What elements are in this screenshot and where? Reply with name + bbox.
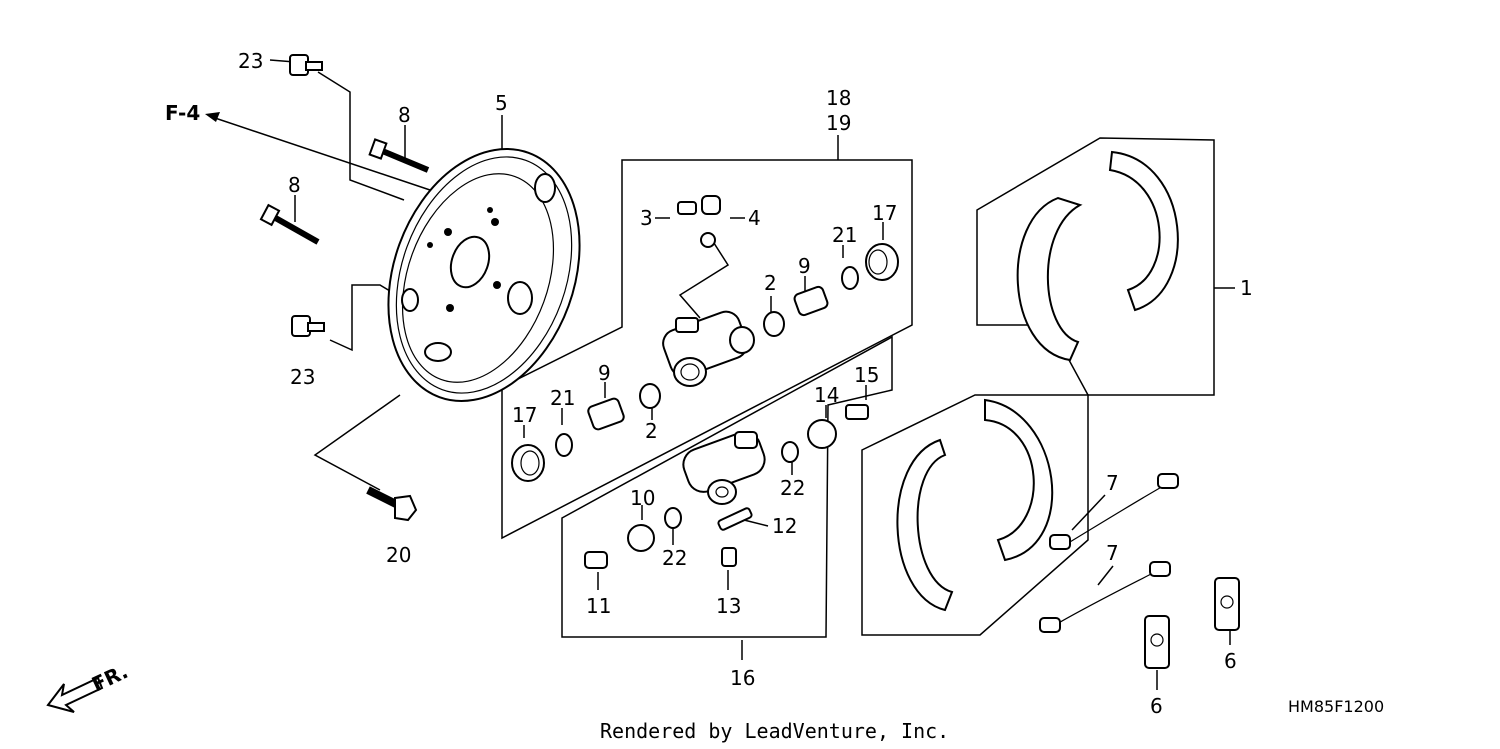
callout-16: 16	[730, 666, 755, 690]
callout-21-lower: 21	[550, 386, 575, 410]
wheel-cylinder	[662, 310, 755, 387]
callout-6-left: 6	[1150, 694, 1163, 718]
f4-reference-arrow	[205, 112, 431, 191]
callout-9-lower: 9	[598, 361, 611, 385]
callout-3: 3	[640, 206, 653, 230]
callout-4: 4	[748, 206, 761, 230]
callout-18: 18	[826, 86, 851, 110]
flange-bolt-20	[366, 486, 418, 522]
group-outline-brake-shoes-lower	[861, 394, 1089, 636]
callout-17-lower: 17	[512, 403, 537, 427]
callout-5: 5	[495, 91, 508, 115]
callout-23-top: 23	[238, 49, 263, 73]
credit-text: Rendered by LeadVenture, Inc.	[600, 719, 949, 743]
flange-bolt-bottom	[291, 315, 325, 337]
callout-1: 1	[1240, 276, 1253, 300]
callout-7-upper: 7	[1106, 471, 1119, 495]
bleeder-parts	[677, 195, 721, 248]
return-spring-lower	[1039, 561, 1171, 633]
callout-8-upper: 8	[398, 103, 411, 127]
adjuster-wheel-left	[584, 507, 753, 569]
callout-17-upper: 17	[872, 201, 897, 225]
callout-11: 11	[586, 594, 611, 618]
callout-19: 19	[826, 111, 851, 135]
callout-10: 10	[630, 486, 655, 510]
callout-2-upper: 2	[764, 271, 777, 295]
brake-shoe-lower-right	[984, 398, 1054, 562]
callout-23-bottom: 23	[290, 365, 315, 389]
callout-15: 15	[854, 363, 879, 387]
callout-22-right: 22	[780, 476, 805, 500]
brake-shoe-upper-right	[1108, 150, 1179, 312]
reference-arrow-label: F-4	[165, 101, 200, 125]
callout-9-upper: 9	[798, 254, 811, 278]
front-direction-label: FR.	[88, 659, 132, 696]
cylinder-internals-left	[511, 383, 661, 482]
callout-20: 20	[386, 543, 411, 567]
brake-shoe-lower-left	[896, 438, 954, 612]
group-outline-adjuster	[561, 335, 893, 638]
cylinder-internals-right	[763, 243, 899, 337]
drawing-code: HM85F1200	[1288, 697, 1384, 716]
callout-21-upper: 21	[832, 223, 857, 247]
group-outline-brake-shoes-upper	[976, 137, 1215, 396]
callout-13: 13	[716, 594, 741, 618]
callout-14: 14	[814, 383, 839, 407]
callout-8-lower: 8	[288, 173, 301, 197]
shoe-clip-left	[1144, 615, 1170, 669]
callout-22-left: 22	[662, 546, 687, 570]
front-direction-marker	[46, 676, 104, 713]
adjuster-wheel-right	[781, 404, 869, 463]
callout-6-right: 6	[1224, 649, 1237, 673]
callout-12: 12	[772, 514, 797, 538]
group-outline-wheel-cylinder	[501, 159, 913, 540]
leader-lines	[269, 59, 1235, 690]
brake-panel	[387, 148, 581, 402]
flange-bolt-top	[289, 54, 323, 76]
panel-bolt-lower	[259, 203, 320, 245]
callout-7-lower: 7	[1106, 541, 1119, 565]
callout-2-lower: 2	[645, 419, 658, 443]
return-spring-upper	[1049, 473, 1179, 550]
brake-shoe-upper-left	[1016, 196, 1083, 362]
panel-bolt-upper	[368, 138, 430, 173]
adjuster-body	[682, 431, 766, 505]
shoe-clip-right	[1214, 577, 1240, 631]
